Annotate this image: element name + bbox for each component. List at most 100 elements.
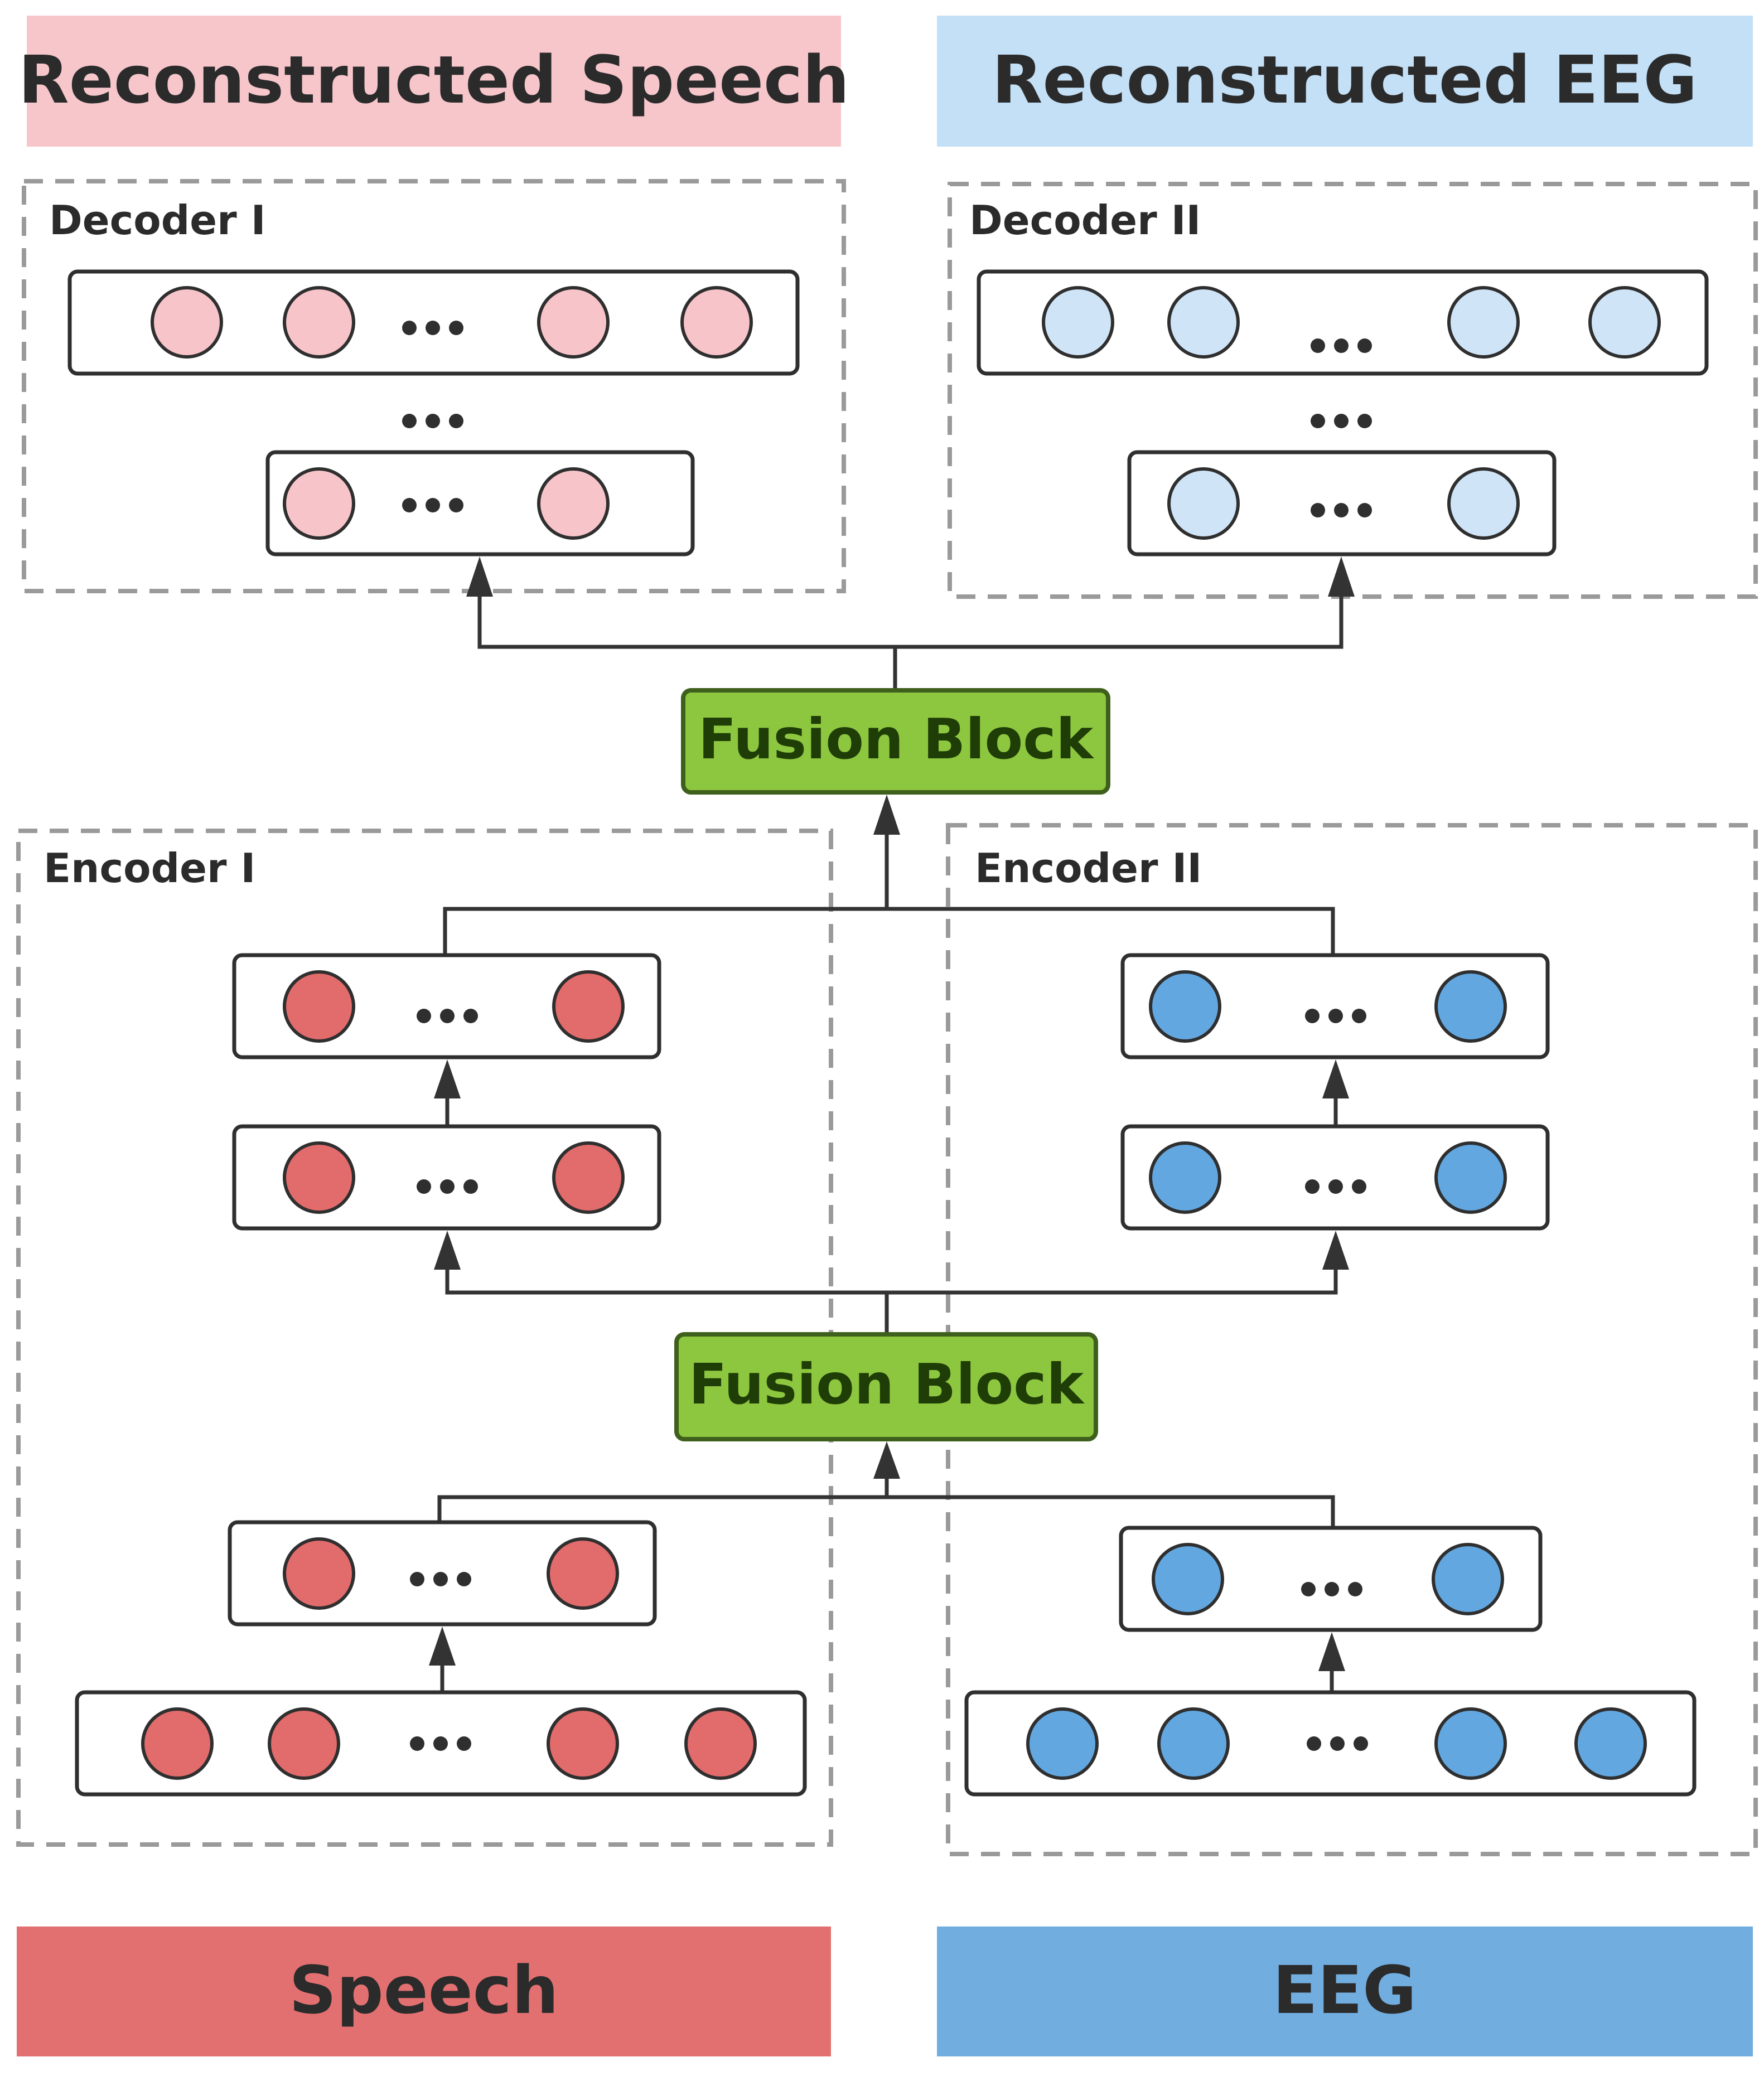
arrow-up-icon — [1322, 1059, 1349, 1098]
reconstructed-eeg-header: Reconstructed EEG — [937, 16, 1753, 147]
ellipsis-dot — [449, 498, 463, 512]
decoder-1-label: Decoder I — [49, 197, 265, 244]
decoder-2-node — [1588, 286, 1661, 359]
encoders-to-lower-fusion-connector — [437, 1441, 1335, 1527]
decoder-1-node — [537, 286, 610, 359]
ellipsis-dot — [1311, 414, 1325, 428]
encoder-2-layer-2 — [1119, 1526, 1543, 1632]
decoder-1-frame — [22, 179, 846, 593]
lower-fusion-to-encoders-connector — [434, 1231, 1349, 1334]
decoder-2-node — [1042, 286, 1114, 359]
encoder-2-ellipsis — [1301, 1582, 1362, 1596]
encoder-1-node — [141, 1707, 214, 1780]
ellipsis-dot — [1334, 414, 1349, 428]
reconstructed-speech-header: Reconstructed Speech — [18, 16, 849, 147]
encoder-2-label: Encoder II — [975, 845, 1202, 892]
decoder-2-node — [1447, 286, 1520, 359]
arrow-up-icon — [873, 795, 900, 835]
speech-input: Speech — [17, 1927, 831, 2056]
ellipsis-dot — [402, 498, 417, 512]
encoder-2-layer-4 — [1120, 953, 1550, 1059]
encoder-1-node — [547, 1537, 619, 1610]
lower-fusion-block-box — [674, 1332, 1098, 1441]
reconstructed-eeg-title: Reconstructed EEG — [992, 41, 1698, 118]
encoder-1-node — [684, 1707, 757, 1780]
encoder-2-node — [1434, 970, 1507, 1043]
connector-line — [477, 594, 897, 690]
ellipsis-dot — [433, 1572, 448, 1586]
ellipsis-dot — [1307, 1736, 1321, 1751]
ellipsis-dot — [1325, 1582, 1339, 1596]
arrow-up-icon — [1318, 1632, 1345, 1671]
encoder-2-node — [1574, 1707, 1647, 1780]
ellipsis-dot — [1305, 1179, 1320, 1194]
decoder-2-node — [1167, 286, 1240, 359]
reconstructed-speech-title: Reconstructed Speech — [18, 41, 849, 118]
ellipsis-dot — [449, 414, 463, 428]
decoder-1-node — [680, 286, 753, 359]
ellipsis-dot — [410, 1736, 424, 1751]
ellipsis-dot — [426, 321, 440, 335]
decoder-2-ellipsis — [1311, 338, 1372, 353]
encoder-2-node — [1149, 1141, 1221, 1214]
upper-fusion-block-box — [681, 688, 1110, 795]
ellipsis-dot — [417, 1179, 431, 1194]
ellipsis-dot — [1334, 503, 1349, 517]
ellipsis-dot — [402, 321, 417, 335]
ellipsis-dot — [1357, 503, 1372, 517]
encoder-2-ellipsis — [1305, 1179, 1366, 1194]
decoder-1-node — [283, 286, 355, 359]
encoder-2-node — [1152, 1543, 1224, 1615]
ellipsis-dot — [426, 414, 440, 428]
ellipsis-dot — [449, 321, 463, 335]
decoder-1-node — [537, 467, 610, 540]
encoder-2-ellipsis — [1307, 1736, 1368, 1751]
eeg-label: EEG — [1273, 1952, 1417, 2029]
connector-line — [887, 1266, 1338, 1295]
ellipsis-dot — [1328, 1179, 1343, 1194]
encoder-1-ellipsis — [417, 1179, 478, 1194]
arrow-up-icon — [1328, 556, 1355, 597]
encoder-2-node — [1157, 1707, 1230, 1780]
encoders-to-upper-fusion-connector — [443, 795, 1335, 955]
ellipsis-dot — [1301, 1582, 1316, 1596]
ellipsis-dot — [463, 1179, 478, 1194]
upper-fusion-block: Fusion Block — [681, 688, 1110, 795]
encoder-1-node — [283, 1141, 355, 1214]
encoder-2-node — [1434, 1141, 1507, 1214]
decoder-1: Decoder I — [22, 179, 846, 593]
decoder-2-frame — [948, 182, 1758, 599]
ellipsis-dot — [417, 1009, 431, 1023]
arrow-up-icon — [466, 556, 493, 597]
ellipsis-dot — [1330, 1736, 1345, 1751]
decoder-1-node — [283, 467, 355, 540]
encoder-1-node — [268, 1707, 340, 1780]
ellipsis-dot — [1354, 1736, 1368, 1751]
ellipsis-dot — [1352, 1009, 1366, 1023]
decoder-2-label: Decoder II — [969, 197, 1201, 244]
upper-fusion-block-label: Fusion Block — [698, 706, 1095, 772]
ellipsis-dot — [457, 1736, 471, 1751]
encoder-2-lower — [964, 1526, 1697, 1797]
encoder-1-node — [552, 970, 625, 1043]
arrow-up-icon — [873, 1441, 900, 1479]
ellipsis-dot — [1357, 414, 1372, 428]
ellipsis-dot — [1357, 338, 1372, 353]
encoder-2-node — [1026, 1707, 1099, 1780]
lower-fusion-block-label: Fusion Block — [689, 1352, 1085, 1417]
encoder-1-node — [552, 1141, 625, 1214]
decoder-2: Decoder II — [948, 182, 1758, 599]
ellipsis-dot — [433, 1736, 448, 1751]
eeg-banner — [937, 1927, 1753, 2056]
encoder-1-ellipsis — [417, 1009, 478, 1023]
encoder-2-ellipsis — [1305, 1009, 1366, 1023]
connector-line — [895, 594, 1343, 649]
arrow-up-icon — [1322, 1231, 1349, 1270]
ellipsis-dot — [440, 1179, 455, 1194]
arrow-up-icon — [434, 1231, 461, 1270]
encoder-1-ellipsis — [410, 1572, 471, 1586]
encoder-2-node — [1432, 1543, 1504, 1615]
speech-label: Speech — [289, 1952, 558, 2029]
ellipsis-dot — [1352, 1179, 1366, 1194]
arrow-up-icon — [434, 1059, 461, 1098]
